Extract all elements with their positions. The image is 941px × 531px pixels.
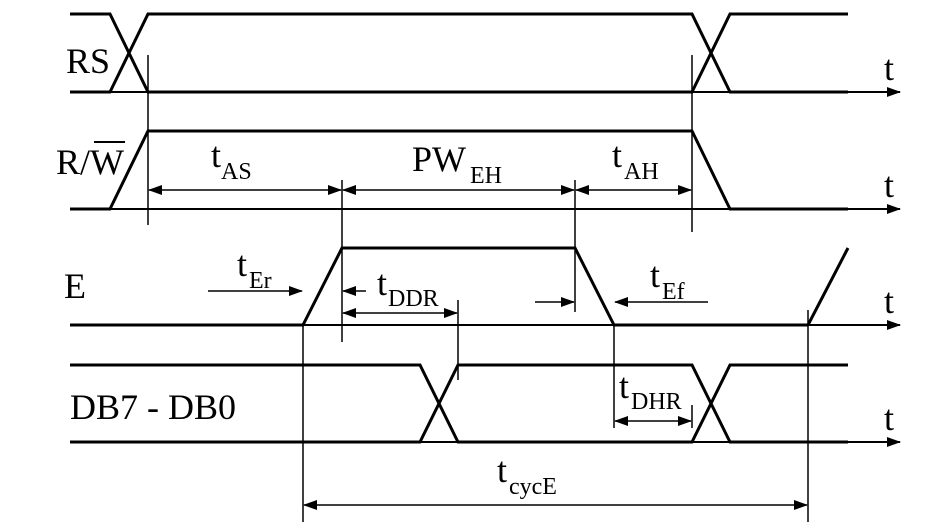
tcyce-label-main: t: [497, 450, 507, 490]
tddr-label-main: t: [377, 263, 387, 303]
tas-label-sub: AS: [221, 159, 252, 185]
rs-trace-a: [70, 12, 848, 94]
ter-label-sub: Er: [249, 268, 272, 294]
tddr-label-sub: DDR: [388, 286, 439, 312]
rs-axis-label: t: [884, 48, 894, 88]
db-trace-a: [70, 363, 848, 444]
tef-label-sub: Ef: [662, 279, 685, 305]
rw-waveform: [70, 129, 848, 211]
reference-lines: [147, 55, 809, 522]
tah-label-sub: AH: [624, 159, 659, 185]
rw-axis-label: t: [884, 165, 894, 205]
e-pulse: [70, 246, 808, 327]
e-next-rise: [806, 247, 850, 326]
rs-waveform: [70, 12, 848, 94]
pweh-label-sub: EH: [470, 163, 502, 189]
tdhr-label-main: t: [619, 366, 629, 406]
tdhr-label-sub: DHR: [631, 389, 682, 415]
e-label: E: [64, 266, 86, 306]
rw-label-r: R/: [56, 142, 90, 182]
timing-labels: t AS PW EH t AH t Er t DDR t Ef t DHR t …: [211, 135, 685, 500]
rw-label-w: W: [90, 142, 124, 182]
tcyce-label-sub: cycE: [509, 474, 557, 500]
tas-label-main: t: [211, 135, 221, 175]
e-waveform: [70, 246, 850, 327]
e-axis-label: t: [884, 281, 894, 321]
db-trace-b: [70, 363, 848, 444]
rs-label: RS: [66, 41, 110, 81]
rw-label: R/W: [56, 142, 124, 182]
db-waveform: [70, 363, 848, 444]
tah-label-main: t: [612, 135, 622, 175]
ter-label-main: t: [237, 244, 247, 284]
pweh-label-main: PW: [412, 139, 466, 179]
signal-labels: RS R/W E DB7 - DB0: [56, 41, 236, 427]
dimension-arrows: [148, 185, 808, 510]
tef-label-main: t: [650, 255, 660, 295]
db-label: DB7 - DB0: [70, 387, 236, 427]
rs-trace-b: [70, 12, 848, 94]
db-axis-label: t: [884, 398, 894, 438]
time-axes: t t t t: [70, 48, 901, 447]
